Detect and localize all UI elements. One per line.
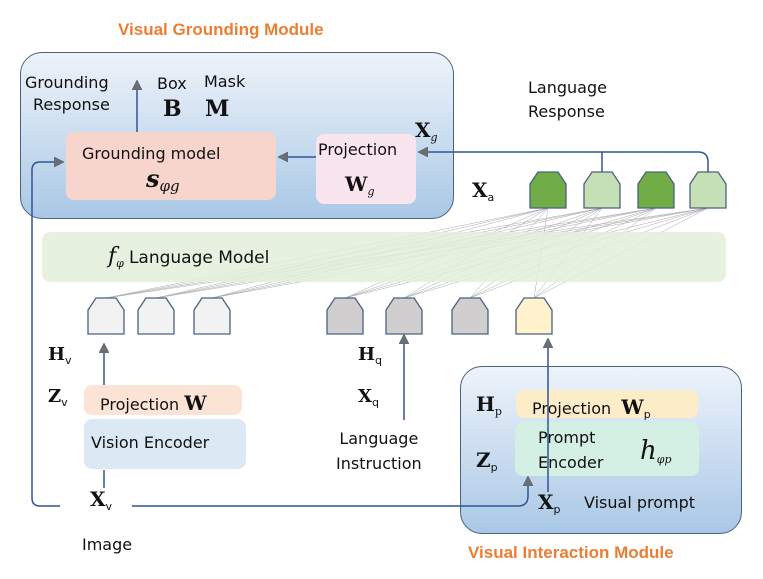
g-sub: g	[430, 131, 438, 145]
language-instruction-line1: Language	[339, 429, 419, 448]
p-sub: p	[490, 461, 498, 475]
output-token	[689, 171, 727, 209]
g-sub: g	[367, 185, 375, 199]
w-symbol: W	[621, 395, 644, 419]
hp-symbol: Hp	[476, 392, 502, 418]
xa-symbol: Xa	[472, 178, 494, 204]
x-symbol: X	[358, 386, 372, 407]
h-symbol: h	[640, 436, 657, 466]
x-symbol: X	[90, 487, 106, 511]
input-token	[451, 297, 489, 335]
visual-prompt-label: Visual prompt	[584, 493, 696, 512]
hv-symbol: Hv	[48, 344, 72, 367]
input-token	[193, 297, 231, 335]
p-sub: p	[643, 408, 651, 422]
output-token	[583, 171, 621, 209]
xg-symbol: Xg	[415, 118, 438, 144]
vision-projection-box	[84, 385, 242, 415]
grounding-response-line2: Response	[33, 95, 110, 114]
grounding-module-title: Visual Grounding Module	[118, 20, 324, 39]
image-label: Image	[82, 535, 133, 554]
hq-symbol: Hq	[358, 344, 382, 367]
prompt-encoder-line2: Encoder	[538, 453, 604, 472]
xq-symbol: Xq	[358, 386, 379, 409]
mask-label: Mask	[204, 72, 246, 91]
q-sub: q	[375, 354, 382, 368]
language-model-band	[42, 232, 726, 282]
phi-sub: φ	[116, 257, 124, 271]
grounding-response-line1: Grounding	[25, 73, 109, 92]
language-instruction-label: Language Instruction	[336, 426, 422, 476]
vision-projection-label: Projection W	[100, 391, 207, 415]
phi-p-sub: φp	[656, 453, 672, 467]
v-sub: v	[61, 396, 68, 410]
box-label: Box	[157, 74, 187, 93]
phi-g-sub: φg	[159, 177, 180, 196]
vision-encoder-box	[84, 419, 246, 469]
xp-symbol: Xp	[538, 490, 561, 516]
w-symbol: W	[345, 172, 368, 196]
input-token	[326, 297, 364, 335]
v-sub: v	[65, 354, 72, 368]
image-to-grounding-arrow	[31, 162, 62, 507]
image-to-prompt-arrow	[132, 478, 528, 507]
interaction-module-title: Visual Interaction Module	[468, 543, 674, 562]
prompt-encoder-line1: Prompt	[538, 428, 596, 447]
s-symbol: s	[146, 164, 160, 193]
language-response-line1: Language	[528, 78, 607, 97]
grounding-projection-box	[316, 134, 416, 204]
grounding-projection-label: Projection	[318, 140, 398, 159]
output-token	[529, 171, 567, 209]
z-symbol: Z	[48, 386, 62, 407]
language-response-label: Language Response	[528, 76, 607, 124]
projection-text: Projection	[100, 395, 180, 414]
input-token	[137, 297, 175, 335]
h-symbol: H	[48, 344, 66, 365]
x-symbol: X	[538, 490, 554, 514]
zv-symbol: Zv	[48, 386, 68, 409]
a-sub: a	[487, 191, 495, 205]
box-symbol: B	[163, 96, 182, 122]
xg-arrow	[420, 152, 709, 172]
prompt-projection-box	[516, 390, 698, 418]
mask-symbol: M	[205, 96, 230, 122]
p-sub: p	[553, 503, 561, 517]
x-symbol: X	[415, 118, 431, 142]
vision-encoder-label: Vision Encoder	[91, 433, 210, 452]
prompt-encoder-label: Prompt Encoder	[538, 425, 603, 475]
xv-symbol: Xv	[90, 487, 112, 513]
w-symbol: W	[184, 391, 207, 415]
z-symbol: Z	[476, 448, 491, 472]
prompt-projection-label: Projection Wp	[532, 395, 651, 421]
wg-symbol: Wg	[345, 172, 375, 198]
p-sub: p	[494, 405, 502, 419]
language-model-label: fφ Language Model	[108, 244, 269, 270]
prompt-encoder-box	[515, 422, 699, 476]
projection-text: Projection	[532, 399, 612, 418]
input-token	[87, 297, 125, 335]
output-token	[637, 171, 675, 209]
x-symbol: X	[472, 178, 488, 202]
f-symbol: f	[108, 244, 117, 269]
h-symbol: H	[358, 344, 376, 365]
grounding-model-symbol: sφg	[146, 164, 180, 195]
language-instruction-line2: Instruction	[336, 454, 422, 473]
zp-symbol: Zp	[476, 448, 498, 474]
h-phi-p-symbol: hφp	[640, 436, 672, 466]
q-sub: q	[371, 396, 379, 410]
grounding-model-label: Grounding model	[82, 144, 221, 163]
v-sub: v	[105, 500, 113, 514]
h-symbol: H	[476, 392, 495, 416]
language-model-text: Language Model	[128, 248, 270, 268]
grounding-model-box	[66, 132, 276, 200]
grounding-response-label: Grounding Response	[25, 72, 110, 116]
language-response-line2: Response	[528, 102, 605, 121]
input-token	[515, 297, 553, 335]
input-token	[385, 297, 423, 335]
